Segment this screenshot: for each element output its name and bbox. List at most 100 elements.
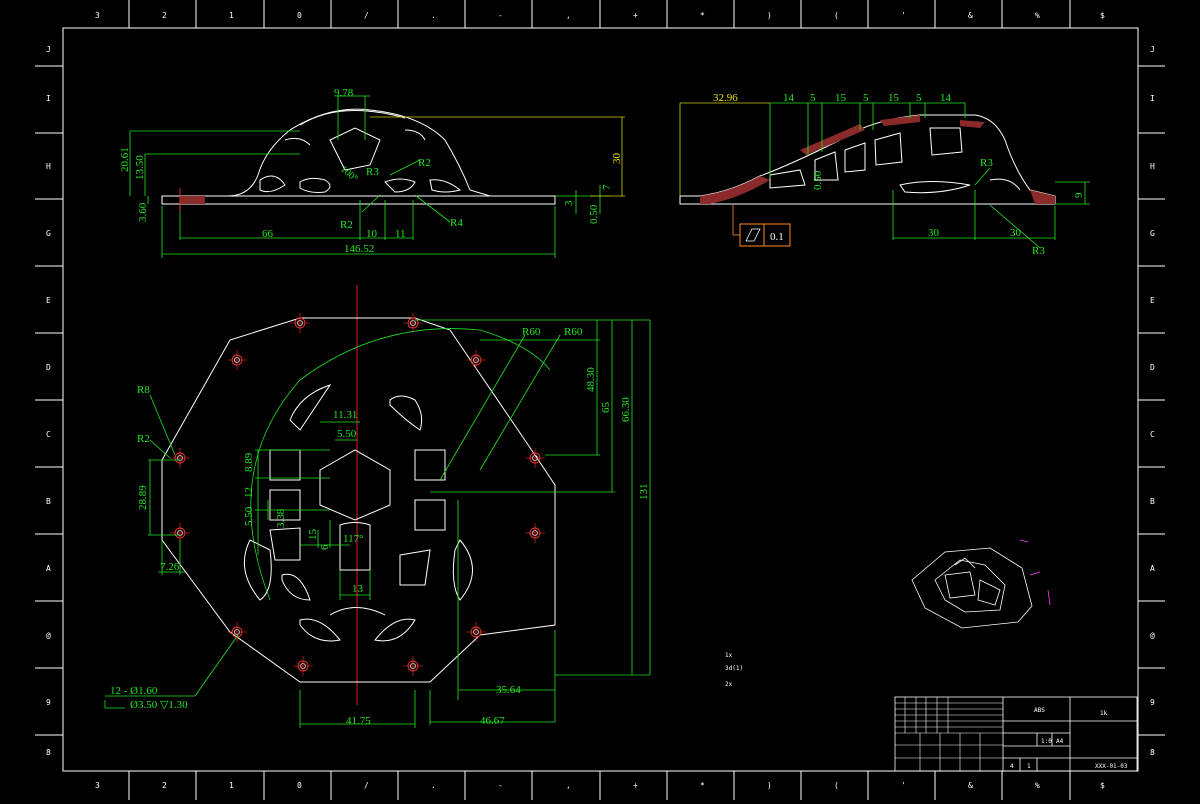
- right-label: J: [1150, 45, 1155, 54]
- dim-label: 46.67: [480, 715, 505, 727]
- mounting-hole: [525, 523, 545, 543]
- dim-label: 12: [243, 487, 255, 498]
- flatness-icon: [745, 228, 761, 242]
- plan-view: R8 R2 28.89 7.26 11.31 5.50 8.89 12 5.50…: [104, 285, 651, 728]
- dim-label: 3.60: [137, 202, 149, 222]
- right-label: C: [1150, 430, 1155, 439]
- title-block-grid: [895, 697, 1003, 771]
- hole-callout: 12 - Ø1.60: [110, 685, 158, 697]
- dim-label: 11: [395, 228, 406, 240]
- left-label: E: [46, 296, 51, 305]
- tb-drawing-number: XXX-01-03: [1095, 763, 1128, 770]
- tolerance-frame: 0.1: [732, 205, 791, 247]
- note-line: 1x: [725, 652, 733, 659]
- dim-label: R4: [450, 217, 463, 229]
- bottom-label: 0: [297, 781, 302, 790]
- top-border-labels: 3 2 1 0 / . - , + * ) ( ' & % $: [95, 11, 1105, 20]
- top-label: +: [633, 11, 638, 20]
- dim-label: 5.50: [337, 428, 357, 440]
- bottom-border-labels: 3 2 1 0 / . - , + * ) ( ' & % $: [95, 781, 1105, 790]
- dim-label: 10: [366, 228, 378, 240]
- top-label: /: [364, 11, 369, 20]
- dim-label: 30: [928, 227, 940, 239]
- top-label: 3: [95, 11, 100, 20]
- left-label: C: [46, 430, 51, 439]
- mounting-hole: [466, 622, 486, 642]
- bottom-label: $: [1100, 781, 1105, 790]
- top-label: $: [1100, 11, 1105, 20]
- bottom-label: -: [498, 781, 503, 790]
- tb-sheet: 4: [1010, 763, 1014, 770]
- tb-material: ABS: [1034, 707, 1045, 714]
- zone-ticks: [35, 0, 1165, 800]
- dim-label: 9.78: [334, 87, 354, 99]
- front-view: 9.78 20.61 13.50 30 R3 R2 100° 3.60 66 R…: [119, 87, 625, 258]
- dim-label: 3.38: [275, 508, 287, 528]
- notes: 1x 3d(1) 2x: [725, 652, 743, 688]
- mounting-hole: [525, 448, 545, 468]
- hole-callout: Ø3.50 ▽1.30: [130, 699, 188, 711]
- dim-label: 131: [638, 484, 650, 501]
- top-label: 0: [297, 11, 302, 20]
- drawing-frame: [62, 27, 1139, 772]
- dim-label: R8: [137, 384, 150, 396]
- mounting-hole: [227, 350, 247, 370]
- top-label: %: [1035, 11, 1040, 20]
- dim-label: 66: [262, 228, 274, 240]
- tb-sheets: 1: [1027, 763, 1031, 770]
- top-label: .: [431, 11, 436, 20]
- left-border-labels: J I H G E D C B A @ 9 8: [46, 45, 51, 757]
- dim-label: 15: [835, 92, 847, 104]
- left-label: 9: [46, 698, 51, 707]
- top-label: *: [700, 11, 705, 20]
- right-label: G: [1150, 229, 1155, 238]
- dim-label: R3: [980, 157, 993, 169]
- mounting-hole: [403, 313, 423, 333]
- note-line: 2x: [725, 681, 733, 688]
- dim-label: R3: [1032, 245, 1045, 257]
- dim-label: 7.26: [160, 561, 180, 573]
- dim-label: 5: [810, 92, 816, 104]
- dim-label: 9: [1073, 192, 1085, 198]
- top-label: &: [968, 11, 973, 20]
- dim-label: 15: [307, 529, 319, 541]
- tb-size: A4: [1056, 738, 1064, 745]
- right-label: @: [1150, 631, 1155, 640]
- right-label: D: [1150, 363, 1155, 372]
- title-block-text: ABS 1k 1:0 A4 4 1 XXX-01-03: [1010, 707, 1128, 770]
- dim-label: 35.64: [496, 684, 521, 696]
- dim-label: 14: [783, 92, 795, 104]
- left-label: D: [46, 363, 51, 372]
- isometric-preview: [911, 539, 1051, 629]
- bottom-label: 3: [95, 781, 100, 790]
- dim-label: 41.75: [346, 715, 371, 727]
- bottom-label: +: [633, 781, 638, 790]
- top-label: ): [767, 11, 772, 20]
- bottom-label: /: [364, 781, 369, 790]
- dim-label: 30: [1010, 227, 1022, 239]
- dim-label: R60: [564, 326, 583, 338]
- dim-label: 14: [940, 92, 952, 104]
- title-block: [894, 696, 1138, 772]
- mounting-hole: [170, 523, 190, 543]
- left-label: J: [46, 45, 51, 54]
- left-label: A: [46, 564, 51, 573]
- mounting-hole: [290, 313, 310, 333]
- dim-label: R2: [418, 157, 431, 169]
- mounting-hole: [403, 656, 423, 676]
- tolerance-value: 0.1: [770, 231, 784, 243]
- dim-label: 6: [319, 544, 331, 550]
- dim-label: 66.30: [620, 397, 632, 422]
- dim-label: 11.31: [333, 409, 357, 421]
- dim-label: 117°: [343, 533, 364, 545]
- dim-label: R60: [522, 326, 541, 338]
- tb-scale: 1:0: [1041, 738, 1052, 745]
- bottom-label: 2: [162, 781, 167, 790]
- right-label: B: [1150, 497, 1155, 506]
- right-label: A: [1150, 564, 1155, 573]
- top-label: 2: [162, 11, 167, 20]
- dim-label: 20.61: [119, 147, 131, 172]
- bottom-label: ,: [566, 781, 571, 790]
